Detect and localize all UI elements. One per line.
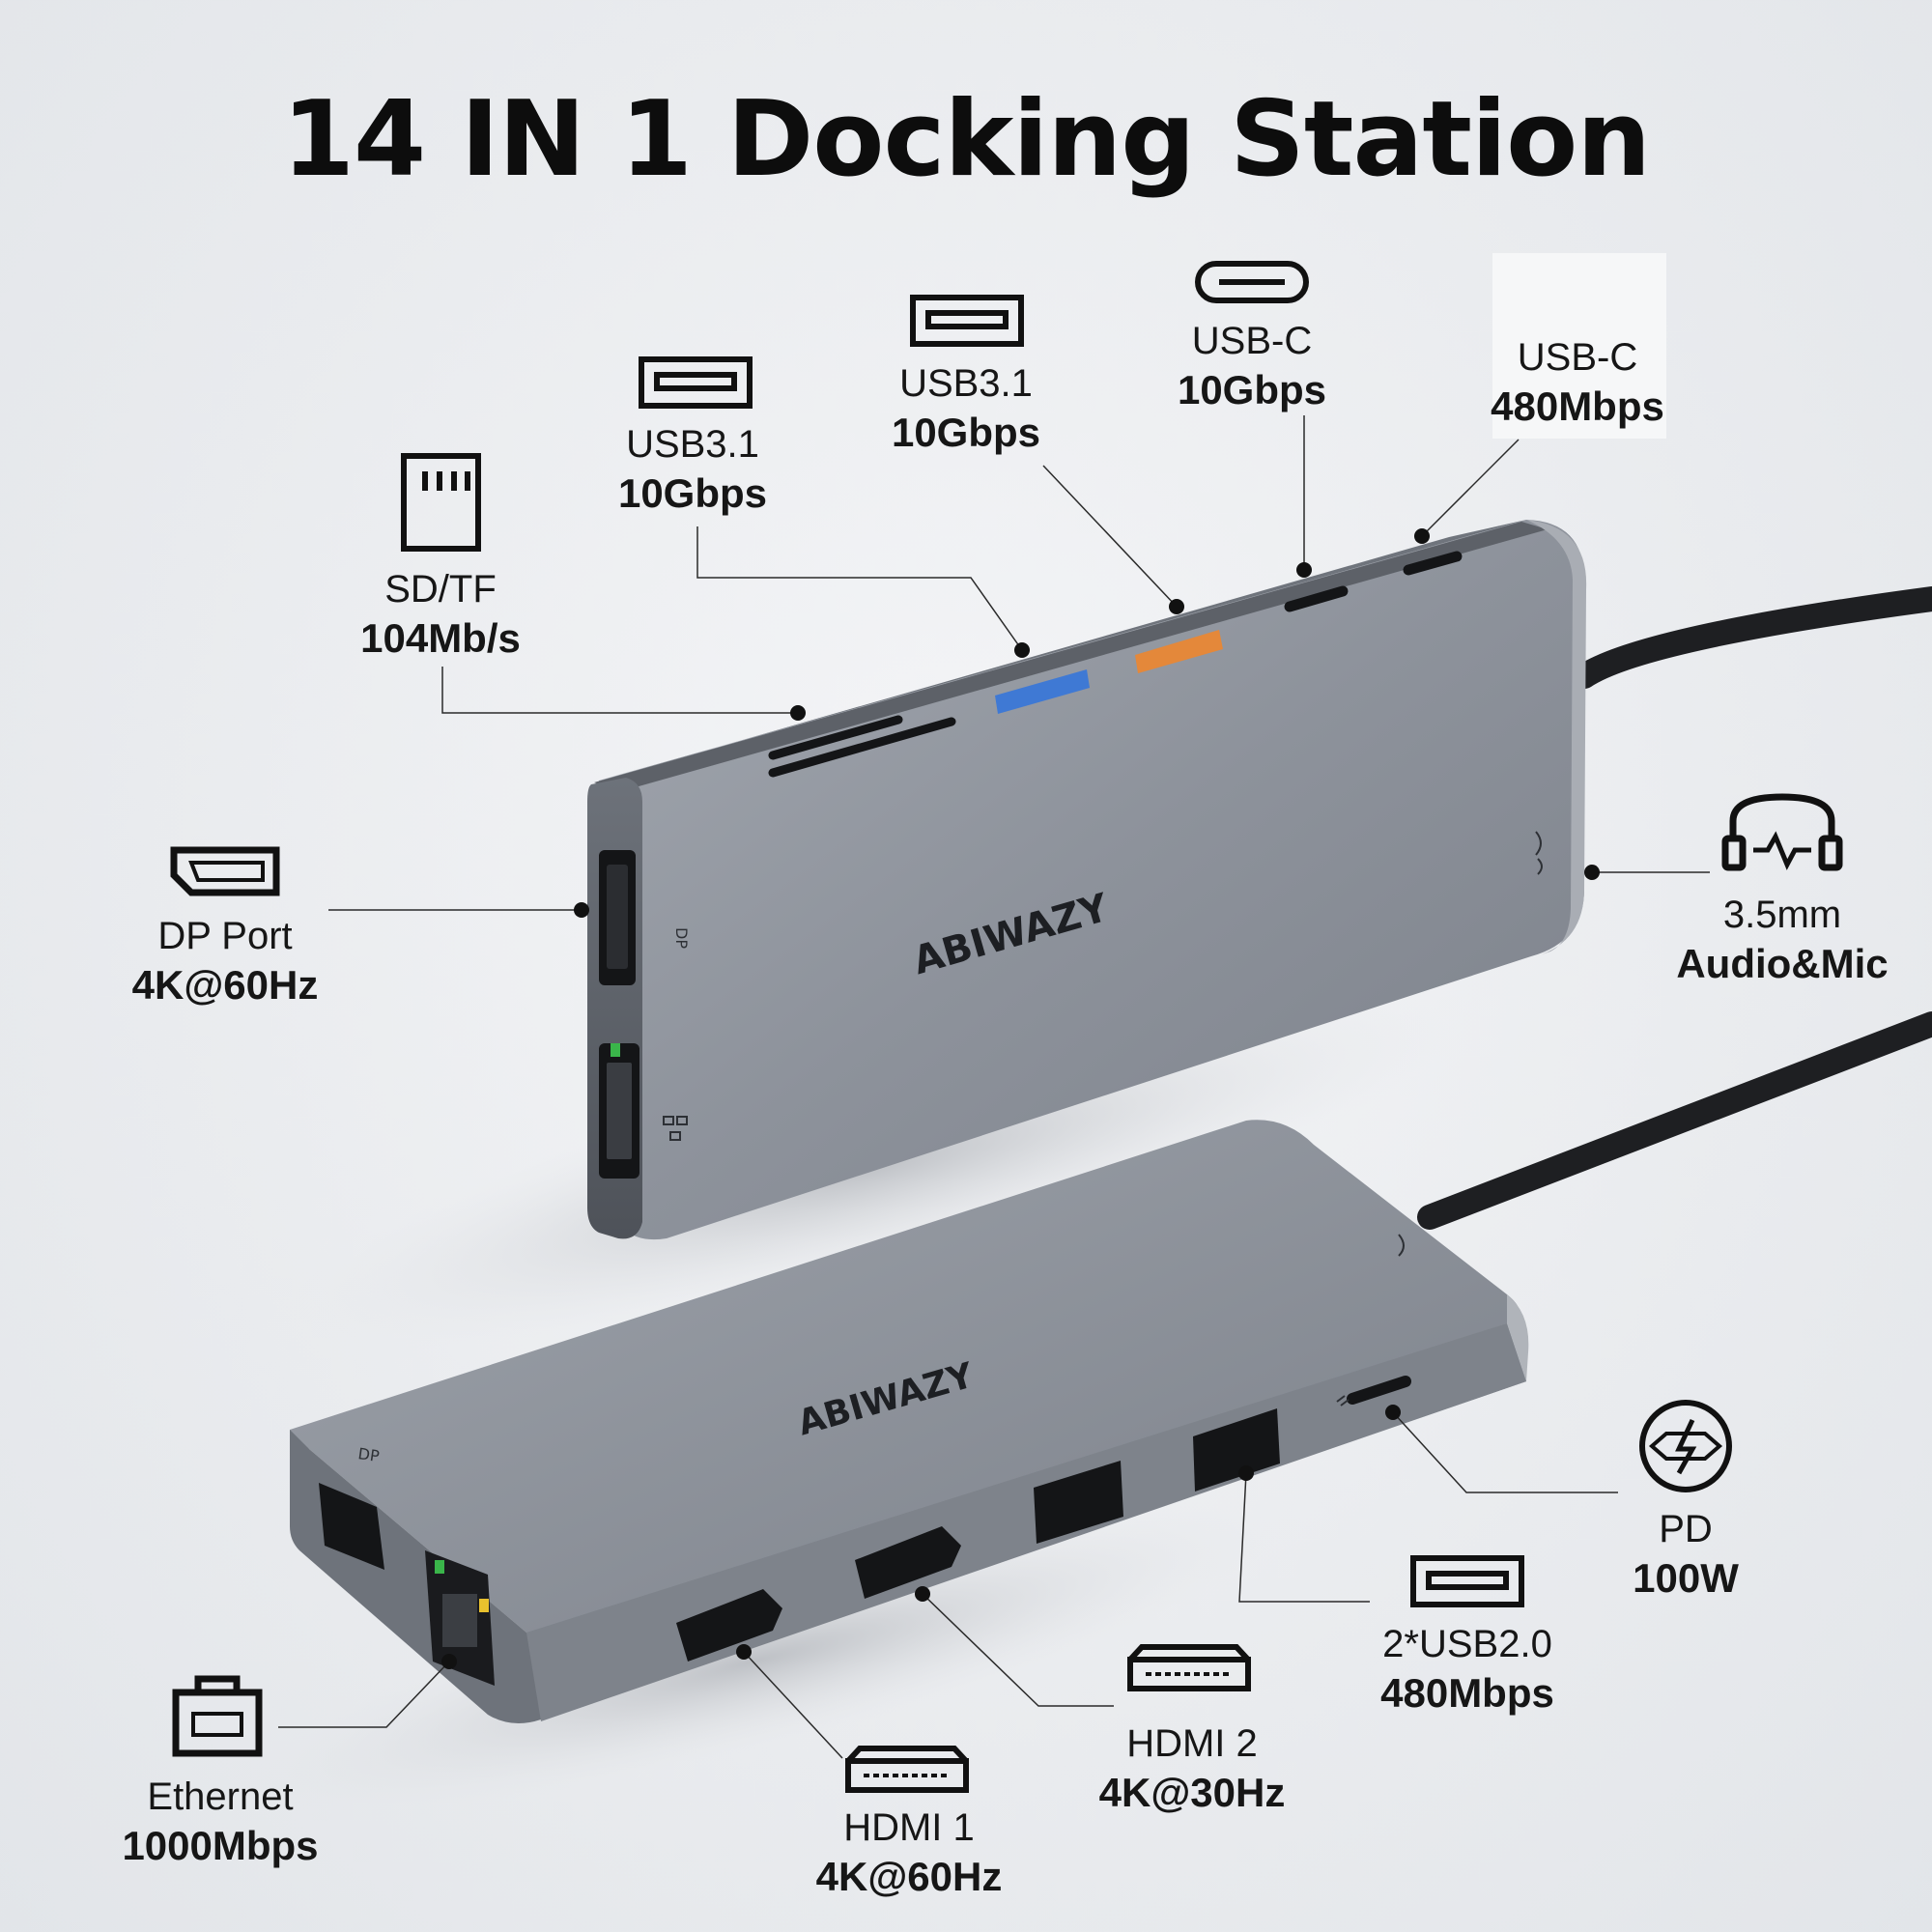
ethernet-name: Ethernet — [147, 1776, 294, 1818]
audio-label: 3.5mm Audio&Mic — [1608, 891, 1932, 990]
usb20-label: 2*USB2.0 480Mbps — [1293, 1620, 1641, 1719]
hdmi-icon — [845, 1746, 969, 1793]
sd-tf-name: SD/TF — [384, 568, 497, 611]
ethernet-spec: 1000Mbps — [122, 1823, 319, 1868]
usbc-10gbps-name: USB-C — [1191, 320, 1313, 362]
ethernet-label: Ethernet 1000Mbps — [46, 1773, 394, 1872]
hdmi2-name: HDMI 2 — [1126, 1722, 1258, 1765]
usb31-a-label: USB3.1 10Gbps — [519, 420, 867, 520]
usb-c-icon — [1195, 261, 1309, 303]
usb20-spec: 480Mbps — [1380, 1670, 1554, 1716]
pd-spec: 100W — [1633, 1555, 1739, 1601]
lower-hub: DP — [290, 1120, 1529, 1723]
upper-hub: DP — [587, 520, 1587, 1240]
power-delivery-icon — [1639, 1400, 1732, 1492]
usb20-name: 2*USB2.0 — [1382, 1623, 1552, 1665]
usbc-480mbps-name: USB-C — [1517, 336, 1638, 379]
hdmi1-label: HDMI 1 4K@60Hz — [735, 1804, 1083, 1903]
usbc-480mbps-label: USB-C 480Mbps — [1404, 333, 1751, 433]
usbc-480-plate — [1492, 253, 1666, 439]
usb31-a-spec: 10Gbps — [617, 470, 768, 516]
sd-tf-label: SD/TF 104Mb/s — [267, 565, 614, 665]
usbc-10gbps-label: USB-C 10Gbps — [1078, 317, 1426, 416]
audio-name: 3.5mm — [1722, 894, 1842, 936]
usb31-b-spec: 10Gbps — [891, 410, 1041, 455]
hdmi1-spec: 4K@60Hz — [815, 1854, 1003, 1899]
hdmi2-spec: 4K@30Hz — [1098, 1770, 1286, 1815]
usb-a-icon — [639, 356, 753, 409]
svg-text:DP: DP — [672, 927, 691, 949]
page-title: 14 IN 1 Docking Station — [281, 79, 1651, 200]
usb31-b-name: USB3.1 — [899, 362, 1033, 405]
displayport-icon — [170, 846, 280, 896]
hdmi1-name: HDMI 1 — [843, 1806, 975, 1849]
hdmi-icon — [1127, 1644, 1251, 1691]
dp-port-spec: 4K@60Hz — [131, 962, 319, 1008]
usbc-10gbps-spec: 10Gbps — [1177, 367, 1327, 412]
sd-card-icon — [401, 453, 481, 552]
usb31-b-label: USB3.1 10Gbps — [792, 359, 1140, 459]
dp-port-label: DP Port 4K@60Hz — [51, 912, 399, 1011]
hdmi2-label: HDMI 2 4K@30Hz — [1018, 1719, 1366, 1819]
usb31-a-name: USB3.1 — [626, 423, 759, 466]
ethernet-icon — [172, 1675, 263, 1757]
svg-text:DP: DP — [356, 1444, 381, 1465]
pd-name: PD — [1659, 1508, 1713, 1550]
pd-label: PD 100W — [1512, 1505, 1860, 1605]
headphones-icon — [1721, 793, 1843, 871]
audio-spec: Audio&Mic — [1676, 941, 1889, 986]
usb-a-icon — [910, 295, 1024, 347]
usb-a-icon — [1410, 1555, 1524, 1607]
dp-port-name: DP Port — [157, 915, 293, 957]
usbc-480mbps-spec: 480Mbps — [1491, 384, 1664, 429]
sd-tf-spec: 104Mb/s — [360, 615, 521, 661]
